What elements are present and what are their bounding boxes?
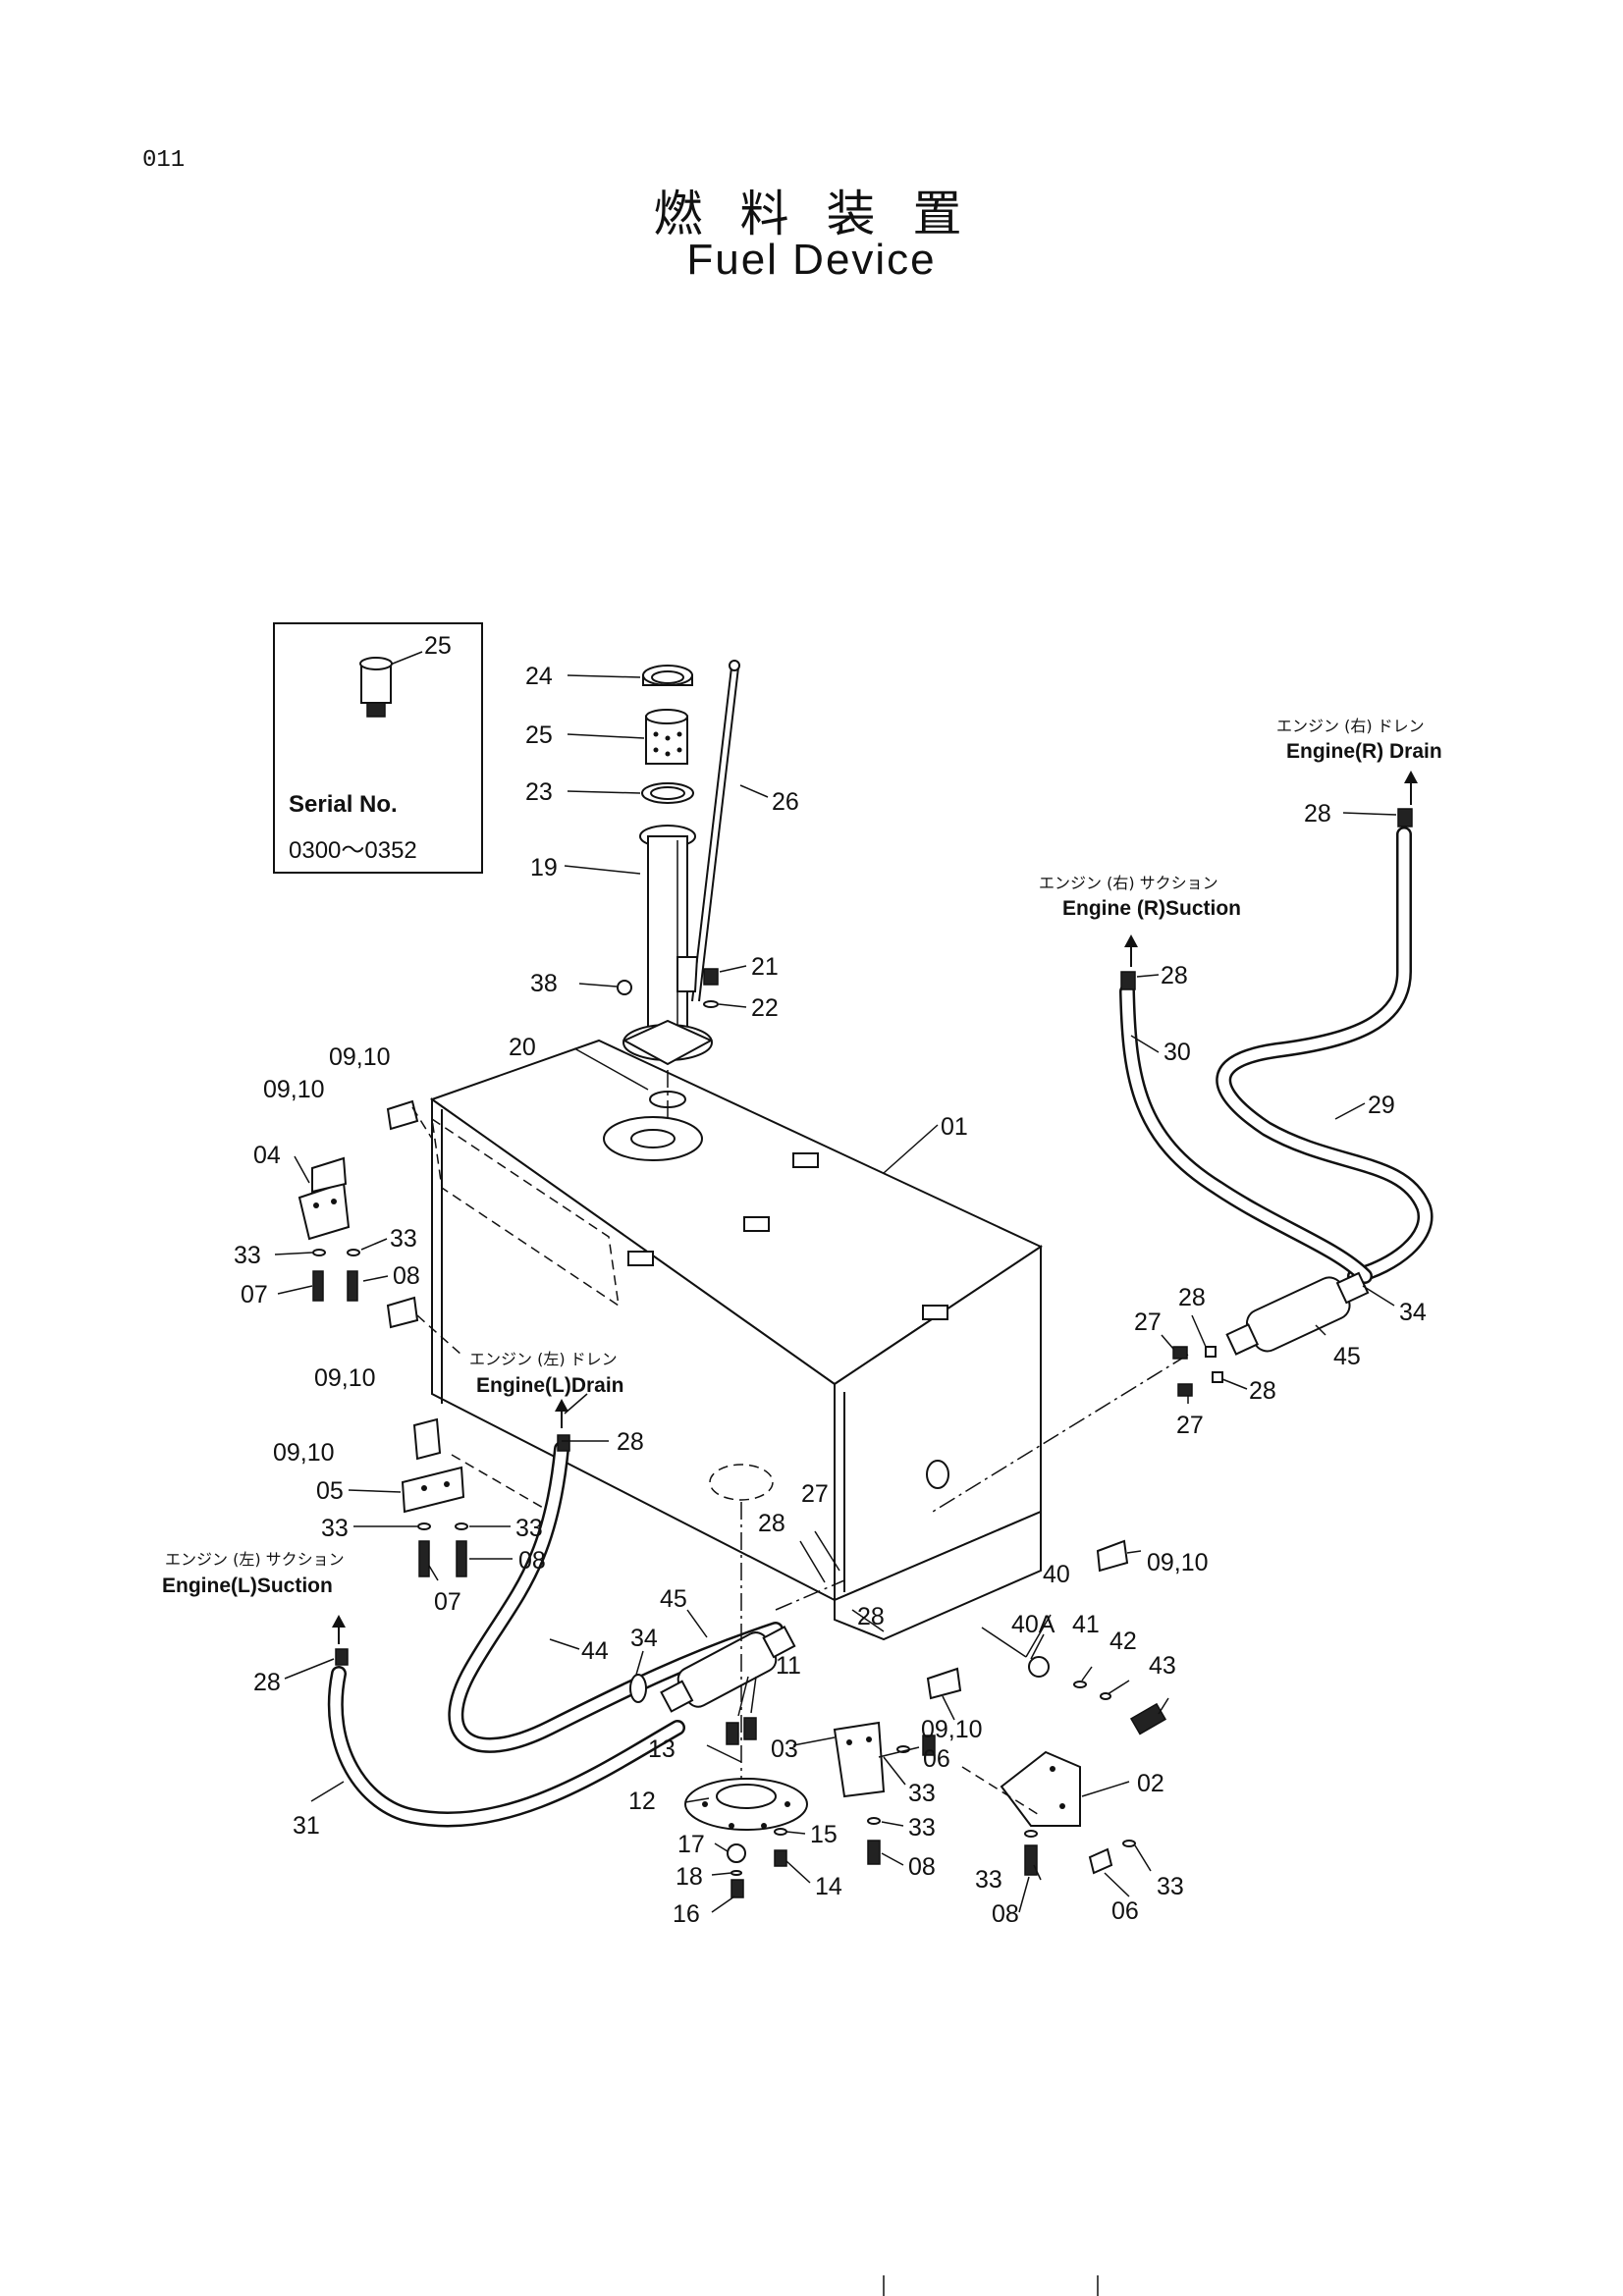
part-label-07-a: 07 bbox=[241, 1281, 268, 1308]
part-label-27-b: 27 bbox=[1176, 1412, 1204, 1439]
part-label-13: 13 bbox=[648, 1735, 676, 1763]
part-label-33-d: 33 bbox=[515, 1515, 543, 1542]
part-label-08-b: 08 bbox=[518, 1547, 546, 1575]
fuel-tank bbox=[429, 1039, 1044, 1641]
left-hoses bbox=[327, 1434, 845, 1828]
part-label-19: 19 bbox=[530, 854, 558, 881]
part-label-24: 24 bbox=[525, 663, 553, 690]
part-label-33-a: 33 bbox=[234, 1242, 261, 1269]
part-label-08-c: 08 bbox=[908, 1853, 936, 1881]
engine-l-drain-jp: エンジン (左) ドレン bbox=[469, 1350, 618, 1368]
inset-part-label: 25 bbox=[424, 632, 452, 660]
serial-inset-box: 25 Serial No. 0300～0352 bbox=[273, 622, 483, 874]
engine-l-suction-jp: エンジン (左) サクション bbox=[165, 1550, 345, 1569]
part-label-06-b: 06 bbox=[1111, 1897, 1139, 1925]
engine-l-drain-en: Engine(L)Drain bbox=[476, 1374, 624, 1397]
part-label-40: 40 bbox=[1043, 1561, 1070, 1588]
part-labels: 24 25 23 26 19 21 22 38 20 01 09,10 09,1… bbox=[234, 663, 1427, 1928]
part-label-07-b: 07 bbox=[434, 1588, 461, 1616]
title-japanese: 燃料装置 bbox=[653, 186, 1000, 242]
part-label-30: 30 bbox=[1163, 1039, 1191, 1066]
part-label-26: 26 bbox=[772, 788, 799, 816]
part-label-44: 44 bbox=[581, 1637, 609, 1665]
engine-r-drain-en: Engine(R) Drain bbox=[1286, 740, 1442, 763]
part-label-28-ld: 28 bbox=[617, 1428, 644, 1456]
part-label-28-b: 28 bbox=[1249, 1377, 1276, 1405]
part-label-08-d: 08 bbox=[992, 1900, 1019, 1928]
engine-r-suction-en: Engine (R)Suction bbox=[1062, 897, 1241, 920]
part-label-09-10-e: 09,10 bbox=[921, 1716, 983, 1743]
part-label-09-10-c: 09,10 bbox=[314, 1364, 376, 1392]
part-label-45-r: 45 bbox=[1333, 1343, 1361, 1370]
part-label-33-g: 33 bbox=[1157, 1873, 1184, 1900]
part-label-14: 14 bbox=[815, 1873, 842, 1900]
part-label-09-10-a: 09,10 bbox=[329, 1043, 391, 1071]
engine-r-drain-jp: エンジン (右) ドレン bbox=[1276, 717, 1425, 735]
engine-r-suction-jp: エンジン (右) サクション bbox=[1039, 874, 1218, 892]
part-label-20: 20 bbox=[509, 1034, 536, 1061]
part-label-09-10-b: 09,10 bbox=[263, 1076, 325, 1103]
part-label-33-h: 33 bbox=[975, 1866, 1002, 1894]
flow-arrows bbox=[332, 771, 1418, 1644]
page-number: 011 bbox=[142, 147, 186, 174]
part-label-04: 04 bbox=[253, 1142, 281, 1169]
part-label-02: 02 bbox=[1137, 1770, 1164, 1797]
right-mounting bbox=[833, 1539, 1167, 1876]
engine-l-suction-en: Engine(L)Suction bbox=[162, 1575, 333, 1597]
part-label-29: 29 bbox=[1368, 1092, 1395, 1119]
part-label-33-c: 33 bbox=[321, 1515, 349, 1542]
inset-drawing: 25 bbox=[359, 632, 452, 718]
part-label-42: 42 bbox=[1109, 1628, 1137, 1655]
part-label-31: 31 bbox=[293, 1812, 320, 1840]
part-label-05: 05 bbox=[316, 1477, 344, 1505]
part-label-28-c2: 28 bbox=[857, 1603, 885, 1630]
part-label-22: 22 bbox=[751, 994, 779, 1022]
right-hoses bbox=[932, 808, 1434, 1513]
part-label-17: 17 bbox=[677, 1831, 705, 1858]
part-label-09-10-d: 09,10 bbox=[273, 1439, 335, 1467]
title-english: Fuel Device bbox=[686, 236, 937, 284]
leader-lines bbox=[274, 674, 1397, 1913]
part-label-08-a: 08 bbox=[393, 1262, 420, 1290]
part-label-18: 18 bbox=[676, 1863, 703, 1891]
part-label-43: 43 bbox=[1149, 1652, 1176, 1680]
part-label-28-ls: 28 bbox=[253, 1669, 281, 1696]
part-label-06-a: 06 bbox=[923, 1745, 950, 1773]
part-label-28-rs: 28 bbox=[1161, 962, 1188, 989]
drain-assembly bbox=[684, 1464, 808, 1898]
part-label-38: 38 bbox=[530, 970, 558, 997]
part-label-34-l: 34 bbox=[630, 1625, 658, 1652]
part-label-01: 01 bbox=[941, 1113, 968, 1141]
part-label-12: 12 bbox=[628, 1788, 656, 1815]
part-label-33-f: 33 bbox=[908, 1814, 936, 1842]
part-label-23: 23 bbox=[525, 778, 553, 806]
part-label-27-a: 27 bbox=[1134, 1308, 1162, 1336]
part-label-27-c: 27 bbox=[801, 1480, 829, 1508]
part-label-11: 11 bbox=[776, 1652, 801, 1680]
serial-range: 0300～0352 bbox=[289, 837, 417, 864]
part-label-28-a: 28 bbox=[1178, 1284, 1206, 1311]
part-label-03: 03 bbox=[771, 1735, 798, 1763]
part-label-33-e: 33 bbox=[908, 1780, 936, 1807]
part-label-28-c: 28 bbox=[758, 1510, 785, 1537]
part-label-28-rd: 28 bbox=[1304, 800, 1331, 828]
part-label-33-b: 33 bbox=[390, 1225, 417, 1253]
part-label-15: 15 bbox=[810, 1821, 838, 1848]
filler-neck-assembly bbox=[617, 660, 740, 1119]
part-label-45-l: 45 bbox=[660, 1585, 687, 1613]
part-label-41: 41 bbox=[1072, 1611, 1100, 1638]
part-label-09-10-f: 09,10 bbox=[1147, 1549, 1209, 1576]
serial-label: Serial No. bbox=[289, 791, 398, 818]
part-label-34-r: 34 bbox=[1399, 1299, 1427, 1326]
part-label-40a: 40A bbox=[1011, 1611, 1055, 1638]
left-brackets bbox=[298, 1099, 551, 1577]
part-label-25: 25 bbox=[525, 721, 553, 749]
part-label-16: 16 bbox=[673, 1900, 700, 1928]
part-label-21: 21 bbox=[751, 953, 779, 981]
